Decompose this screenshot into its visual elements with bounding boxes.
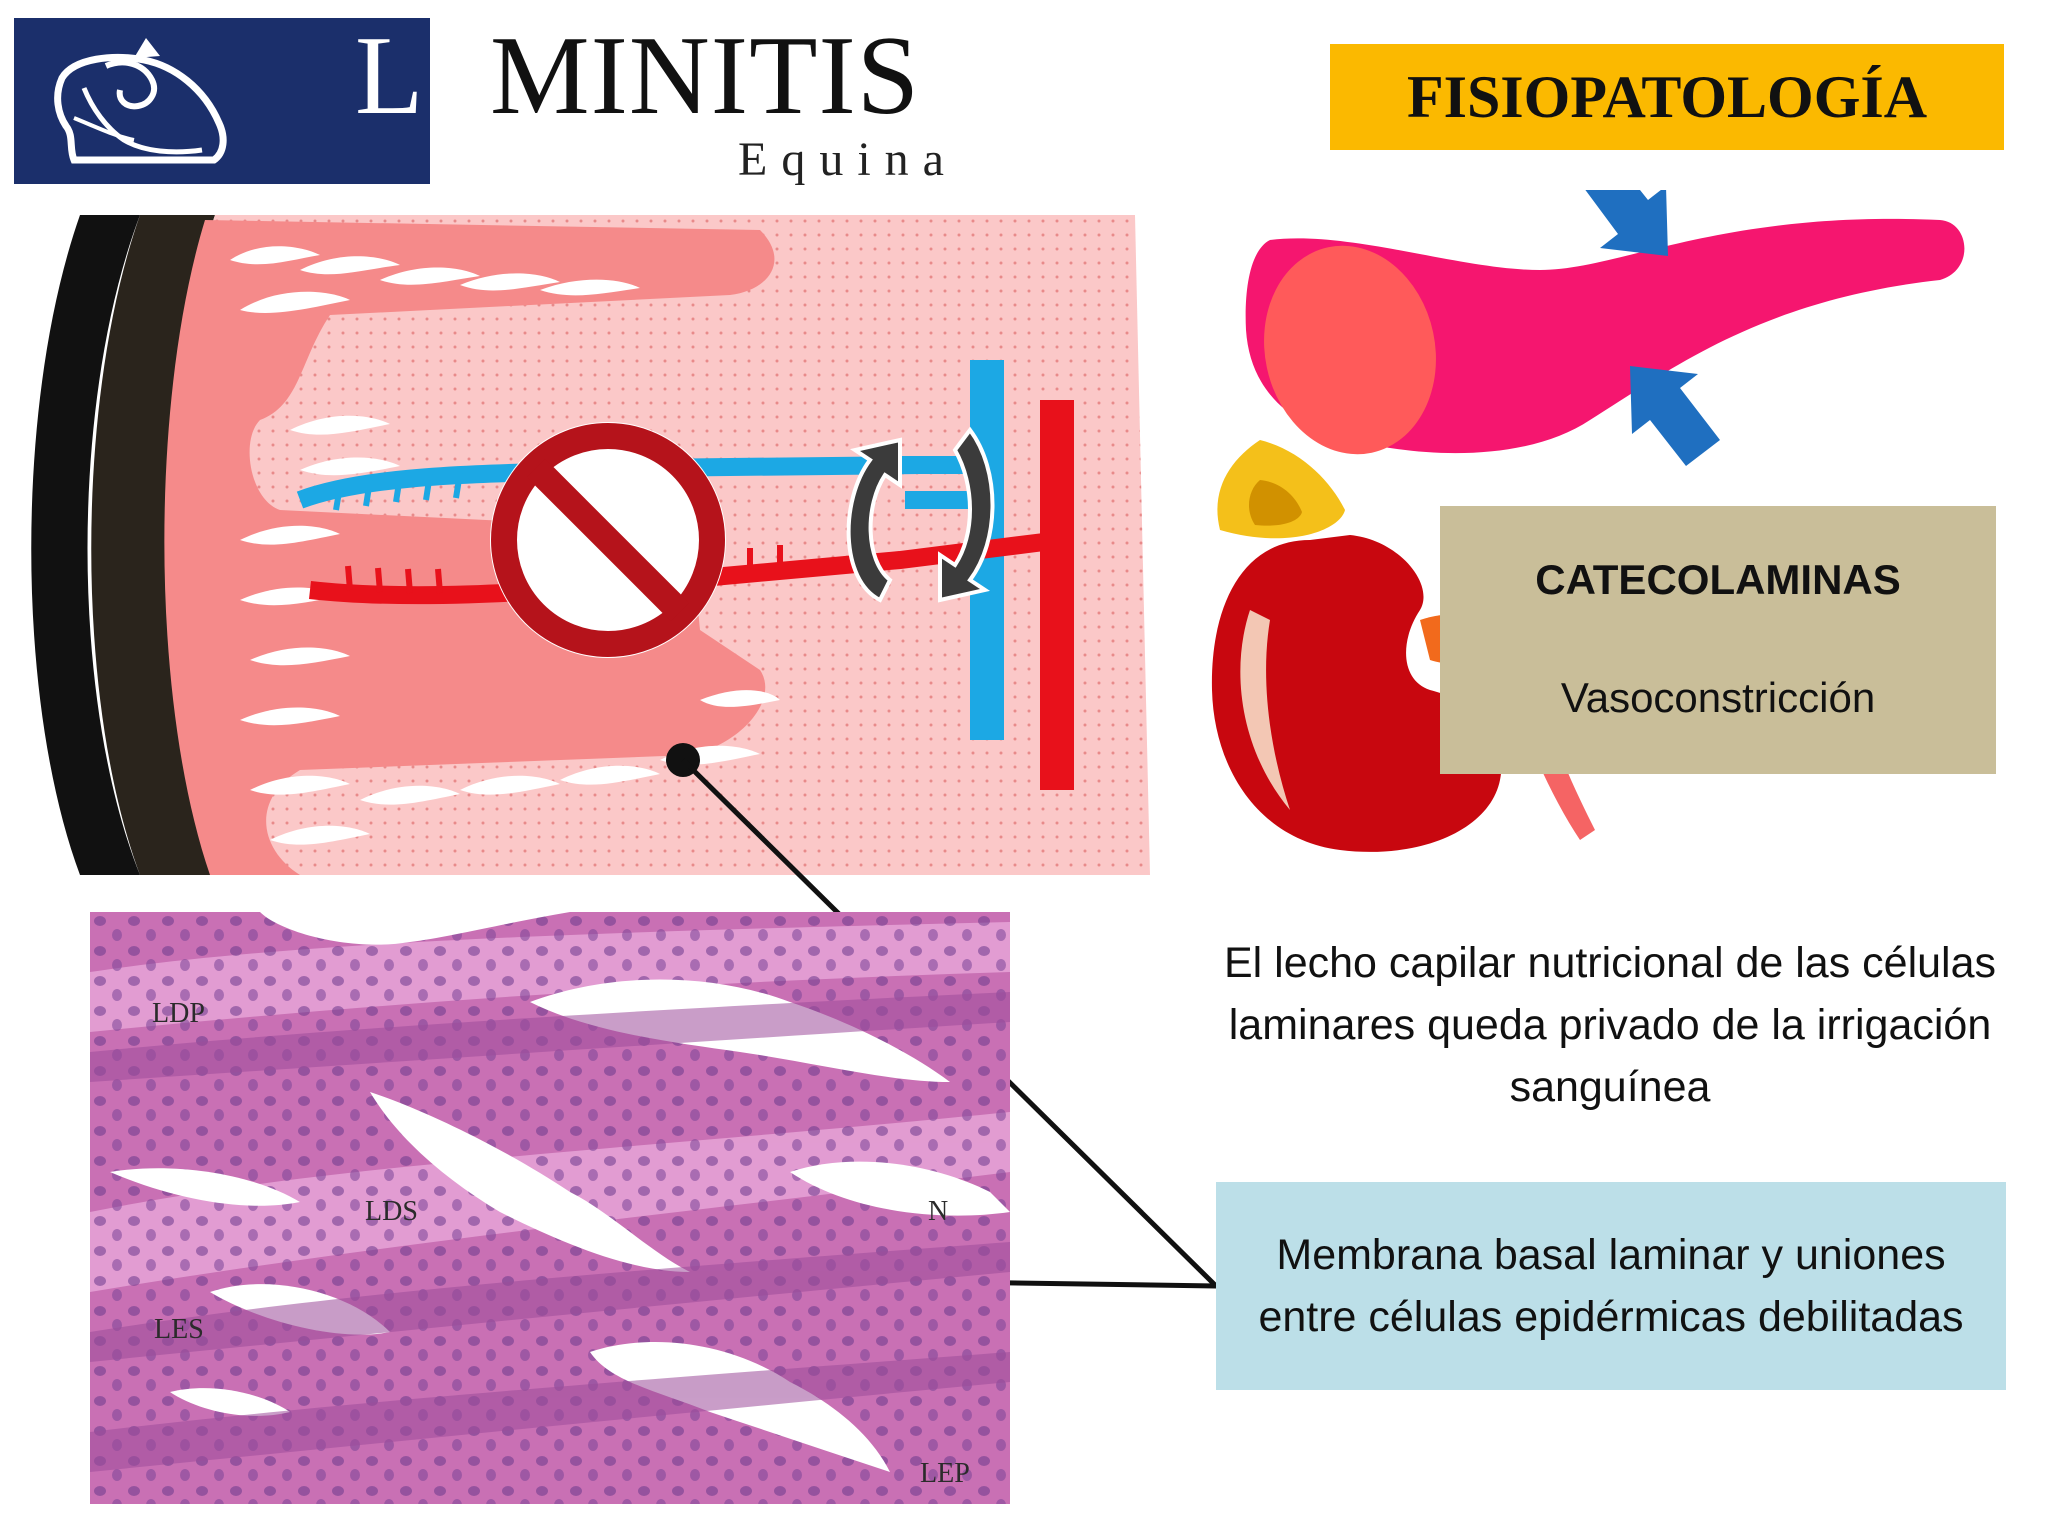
label-lep: LEP — [920, 1458, 970, 1489]
logo-box — [14, 18, 430, 184]
membrane-box-text: Membrana basal laminar y uniones entre c… — [1258, 1231, 1964, 1341]
label-n: N — [928, 1196, 949, 1227]
catecolaminas-subtitle: Vasoconstricción — [1560, 674, 1876, 721]
title-text: MINITIS — [490, 14, 921, 138]
section-badge: FISIOPATOLOGÍA — [1330, 44, 2004, 150]
histology-texture — [90, 912, 1010, 1504]
laminar-diagram — [31, 215, 1150, 875]
label-ldp: LDP — [152, 998, 205, 1029]
laminar-ridges — [230, 246, 780, 845]
hoof-wall-inner — [91, 215, 215, 875]
vasoconstriction-illustration — [1211, 190, 1965, 852]
prohibited-icon — [490, 422, 726, 658]
catecolaminas-title: CATECOLAMINAS — [1535, 556, 1901, 603]
circular-arrows-icon — [846, 426, 995, 603]
blue-arrow-icon — [1585, 190, 1720, 466]
membrane-box: Membrana basal laminar y uniones entre c… — [1216, 1182, 2006, 1390]
adrenal-kidney-icon — [1211, 535, 1502, 852]
histology-image: LDP LDS LES N LEP — [90, 912, 1010, 1504]
horse-hoof-icon — [54, 38, 227, 164]
title-subtitle: Equina — [738, 133, 958, 186]
label-les: LES — [154, 1314, 204, 1345]
title-first-letter: L — [355, 14, 424, 138]
hoof-wall-outer — [31, 215, 140, 875]
artery-trunk — [1040, 400, 1074, 790]
label-lds: LDS — [365, 1196, 418, 1227]
section-badge-label: FISIOPATOLOGÍA — [1406, 63, 1928, 130]
catecolaminas-box: CATECOLAMINAS Vasoconstricción — [1440, 506, 1996, 774]
vessel-lumen — [1264, 245, 1436, 455]
description-text: El lecho capilar nutricional de las célu… — [1223, 939, 1997, 1111]
